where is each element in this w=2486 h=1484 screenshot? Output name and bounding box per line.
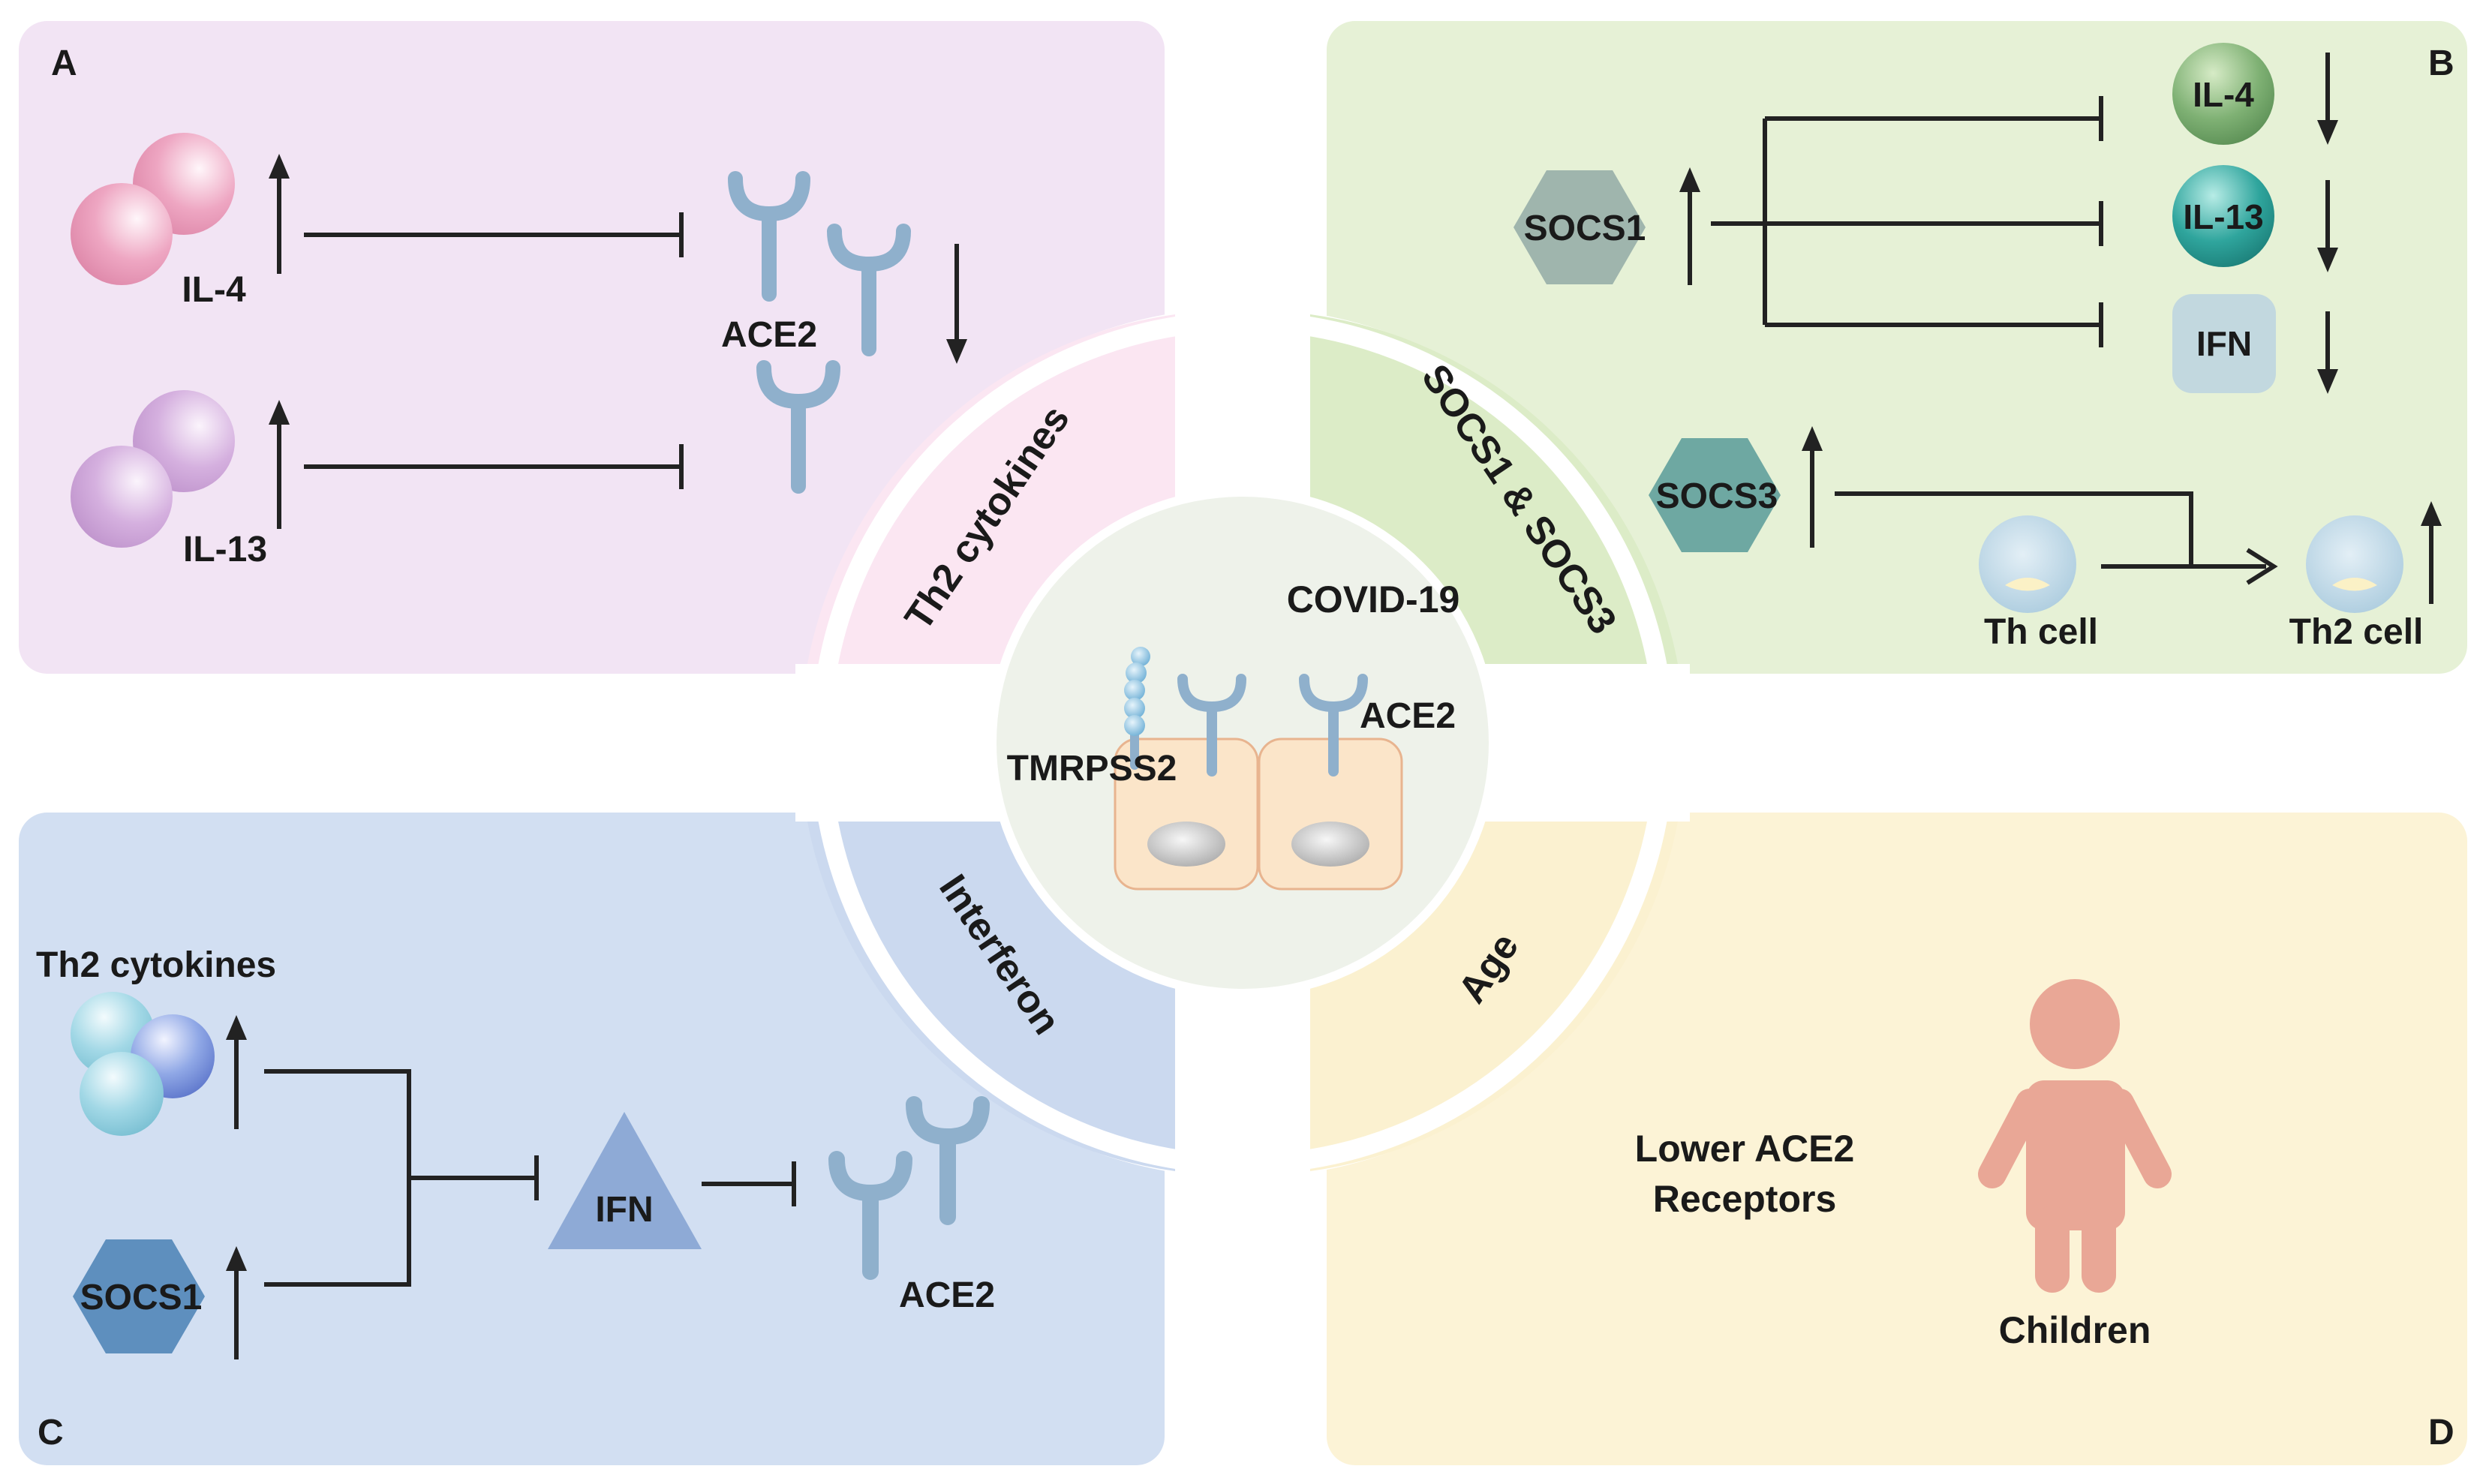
ifn-label-b: IFN <box>2196 324 2252 363</box>
ifn-triangle <box>548 1112 702 1249</box>
ifn-ace2-inhibition <box>702 1161 796 1206</box>
center-cells: COVID-19 TMRPSS2 ACE2 <box>1007 578 1460 891</box>
il13-sphere-b <box>2172 165 2274 267</box>
panel-a-content: A IL-4 IL-13 <box>51 44 967 569</box>
cytokine-bead-cyan-2 <box>80 1052 164 1136</box>
th2-up-arrow <box>2421 501 2442 604</box>
ifn-box-b <box>2172 294 2276 393</box>
lower-ace2-line1: Lower ACE2 <box>1635 1128 1855 1170</box>
panel-d-letter: D <box>2428 1413 2454 1452</box>
th2-cell-label: Th2 cell <box>2289 612 2424 652</box>
ifn-label-c: IFN <box>595 1190 653 1230</box>
tmprss2-protein <box>1124 647 1150 770</box>
th-cell <box>1979 515 2076 613</box>
center-ace2-receptor-2 <box>1299 674 1368 777</box>
il13-up-arrow <box>269 400 290 529</box>
th2-cell <box>2306 515 2403 613</box>
panel-c-ace2-label: ACE2 <box>899 1275 995 1315</box>
il13-inhibition-line <box>304 444 684 489</box>
ace2-receptor-c2 <box>906 1096 990 1225</box>
panel-d-content: D Lower ACE2 Receptors Children <box>1635 979 2454 1452</box>
socs1-c-up-arrow <box>226 1246 247 1359</box>
nucleus-left <box>1147 822 1225 867</box>
center-ace2-label: ACE2 <box>1360 696 1456 736</box>
child-figure <box>1978 979 2172 1293</box>
il4-bead-front <box>71 183 173 285</box>
socs3-up-arrow <box>1802 426 1823 548</box>
center-tmprss2-label: TMRPSS2 <box>1007 749 1177 789</box>
ace2-receptor-a3 <box>756 360 840 494</box>
il4-label: IL-4 <box>182 270 246 310</box>
panel-b-letter: B <box>2428 44 2454 83</box>
cytokine-up-arrow <box>226 1015 247 1129</box>
panel-a-ace2-label: ACE2 <box>721 315 817 355</box>
ifn-inhibition-merge <box>264 1069 539 1287</box>
lower-ace2-line2: Receptors <box>1653 1178 1837 1220</box>
il4-sphere-b <box>2172 43 2274 145</box>
ace2-receptor-a1 <box>728 171 810 302</box>
il4-inhibition-line <box>304 212 684 257</box>
children-label: Children <box>1999 1309 2151 1351</box>
th2-cytokines-label-c: Th2 cytokines <box>36 945 276 985</box>
down-arrows-b <box>2317 53 2338 394</box>
center-covid-label: COVID-19 <box>1287 578 1460 620</box>
panel-c-content: C Th2 cytokines SOCS1 IFN <box>36 945 995 1452</box>
panel-b-content: B SOCS1 IL-4 IL-13 IFN SOCS3 <box>1514 43 2454 652</box>
ace2-receptor-a2 <box>827 224 911 356</box>
il4-up-arrow <box>269 154 290 274</box>
panel-a-letter: A <box>51 44 77 83</box>
socs1-up-arrow <box>1679 167 1700 285</box>
socs1-label-b: SOCS1 <box>1524 209 1646 248</box>
socs1-label-c: SOCS1 <box>80 1278 203 1317</box>
ace2-receptor-c1 <box>828 1151 912 1280</box>
socs3-label: SOCS3 <box>1656 476 1778 516</box>
il13-label: IL-13 <box>183 530 267 569</box>
socs3-differentiation-arrow <box>1835 491 2278 585</box>
panel-c-letter: C <box>38 1413 64 1452</box>
center-ace2-receptor-1 <box>1177 674 1246 777</box>
socs1-inhibition-tree <box>1711 96 2103 347</box>
ace2-down-arrow <box>946 244 967 364</box>
th-cell-label: Th cell <box>1984 612 2098 652</box>
il13-bead-front <box>71 446 173 548</box>
nucleus-right <box>1291 822 1369 867</box>
il13-label-b: IL-13 <box>2183 197 2263 236</box>
il4-label-b: IL-4 <box>2193 75 2254 114</box>
